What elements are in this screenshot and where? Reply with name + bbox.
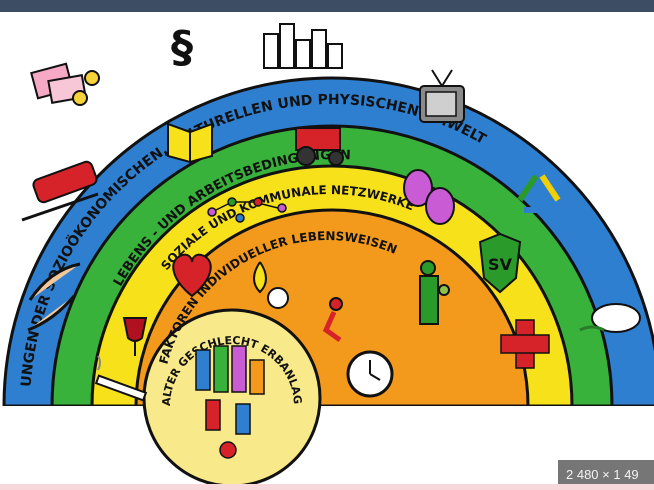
tractor-icon	[295, 127, 344, 166]
top-bar	[0, 0, 654, 12]
shield-sv-icon: SV	[478, 232, 522, 294]
family-icon	[419, 260, 450, 325]
wine-glass-icon	[122, 317, 148, 356]
book-icon	[167, 122, 213, 164]
bottom-highlight-bar	[0, 484, 654, 490]
clock-icon	[346, 350, 394, 398]
heart-icon	[172, 253, 212, 298]
tv-icon	[419, 69, 465, 123]
people-group-icon	[195, 345, 265, 459]
runner-icon	[322, 297, 343, 343]
red-cross-icon	[500, 319, 550, 369]
fruit-icon	[253, 261, 289, 309]
cigarette-icon	[94, 355, 148, 402]
theater-masks-icon	[403, 169, 455, 225]
dove-with-branch-icon	[579, 303, 641, 333]
recycling-icon	[517, 174, 561, 213]
handshake-icon	[27, 262, 81, 332]
social-network-icon	[207, 197, 287, 223]
paragraph-icon: §	[171, 22, 193, 73]
money-icon	[30, 62, 100, 106]
city-icon	[263, 23, 343, 69]
svg-text:SV: SV	[488, 255, 513, 274]
railway-icon	[21, 160, 99, 222]
